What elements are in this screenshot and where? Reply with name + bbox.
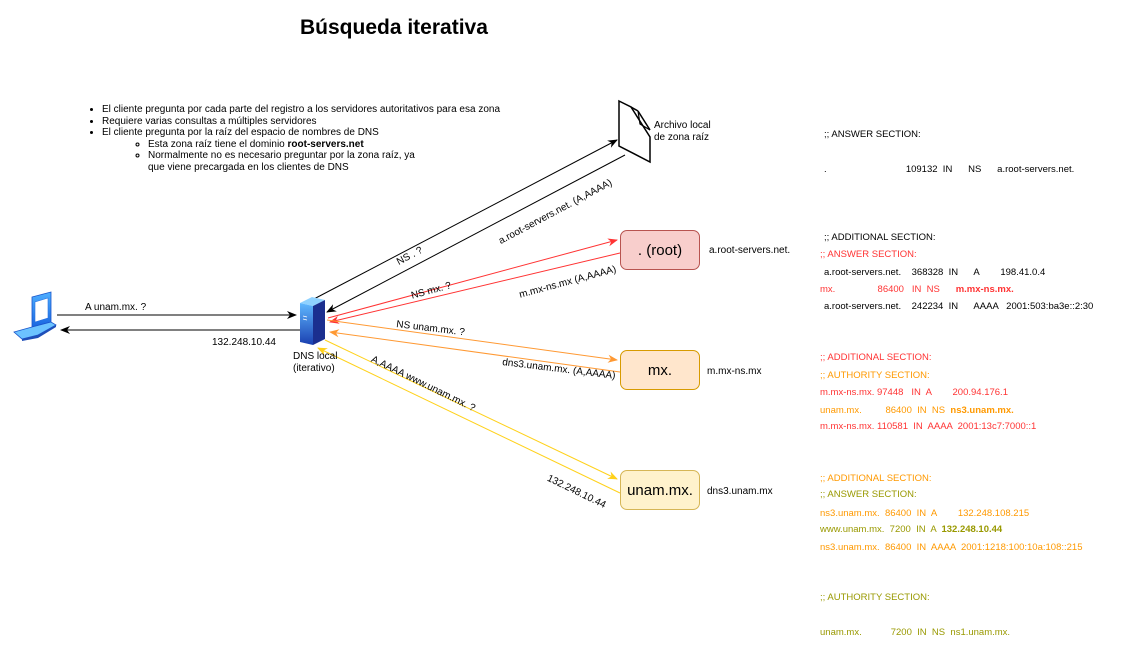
server-icon — [300, 297, 325, 345]
page-title: Búsqueda iterativa — [300, 16, 488, 39]
edge-mx-query — [326, 319, 618, 363]
root-response-panel: ;; ANSWER SECTION: mx. 86400 IN NS m.mx-… — [820, 226, 1036, 444]
unam-server-name: dns3.unam.mx — [707, 486, 773, 497]
root-server-node: . (root) — [620, 230, 700, 270]
local-dns-label-line1: DNS local — [293, 351, 338, 362]
edge-root-query — [327, 238, 618, 319]
root-server-name: a.root-servers.net. — [709, 245, 791, 256]
authority-record-prefix: unam.mx. 86400 IN NS — [820, 404, 951, 416]
answer-section-header: ;; ANSWER SECTION: — [824, 129, 921, 140]
mx-server-name: m.mx-ns.mx — [707, 366, 762, 377]
answer-record-value: 132.248.10.44 — [941, 523, 1003, 535]
additional-record: m.mx-ns.mx. 110581 IN AAAA 2001:13c7:700… — [820, 421, 1037, 432]
local-dns-label-line2: (iterativo) — [293, 363, 335, 374]
description-bullets: El cliente pregunta por cada parte del r… — [86, 104, 500, 174]
edge-label-client-query: A unam.mx. ? — [85, 302, 147, 313]
additional-record: ns3.unam.mx. 86400 IN A 132.248.108.215 — [820, 507, 1030, 519]
mx-server-node: mx. — [620, 350, 700, 390]
root-file-label-line1: Archivo local — [654, 120, 711, 131]
root-file-label-line2: de zona raíz — [654, 132, 710, 143]
answer-section-header: ;; ANSWER SECTION: — [820, 489, 917, 500]
bullet-item: El cliente pregunta por la raíz del espa… — [102, 127, 500, 173]
authority-section-header: ;; AUTHORITY SECTION: — [820, 592, 930, 603]
edge-unam-response — [317, 347, 621, 494]
edge-mx-response — [329, 329, 621, 373]
bullet-item: Requiere varias consultas a múltiples se… — [102, 116, 500, 128]
additional-section-header: ;; ADDITIONAL SECTION: — [820, 352, 932, 363]
authority-record: unam.mx. 86400 IN NS ns3.unam.mx. — [820, 405, 1083, 417]
sub-bullet-item: Esta zona raíz tiene el dominio root-ser… — [148, 139, 500, 151]
authority-record-value: ns3.unam.mx. — [950, 404, 1014, 416]
edge-unam-query — [324, 339, 618, 480]
additional-record: a.root-servers.net. 368328 IN A 198.41.0… — [824, 266, 1046, 278]
edge-root-response — [329, 252, 621, 324]
mx-node-label: mx. — [647, 361, 673, 379]
sub-bullet-text: Normalmente no es necesario preguntar po… — [148, 150, 415, 173]
edge-rootfile-query — [311, 139, 618, 301]
answer-record-value: m.mx-ns.mx. — [955, 283, 1014, 295]
additional-section-header: ;; ADDITIONAL SECTION: — [824, 232, 936, 243]
bullet-item: El cliente pregunta por cada parte del r… — [102, 104, 500, 116]
additional-section-header: ;; ADDITIONAL SECTION: — [820, 473, 932, 484]
additional-record: m.mx-ns.mx. 97448 IN A 200.94.176.1 — [820, 386, 1008, 398]
diagram-canvas — [13, 99, 651, 494]
unam-server-node: unam.mx. — [620, 470, 700, 510]
root-file-label: Archivo local de zona raíz — [654, 120, 711, 144]
authority-record: unam.mx. 7200 IN NS ns1.unam.mx. — [820, 626, 1011, 638]
additional-record: a.root-servers.net. 242234 IN AAAA 2001:… — [824, 301, 1094, 312]
edge-rootfile-response — [326, 154, 626, 313]
answer-section-header: ;; ANSWER SECTION: — [820, 249, 917, 260]
document-icon — [618, 99, 651, 164]
root-node-label: . (root) — [637, 241, 683, 259]
answer-record: mx. 86400 IN NS m.mx-ns.mx. — [820, 284, 1036, 296]
root-file-response-panel: ;; ANSWER SECTION: . 109132 IN NS a.root… — [824, 106, 1093, 324]
root-domain-emphasis: root-servers.net — [287, 138, 364, 150]
edge-label-client-response: 132.248.10.44 — [212, 337, 276, 348]
laptop-icon — [13, 291, 57, 341]
sub-bullet-text: Esta zona raíz tiene el dominio — [148, 138, 288, 150]
local-dns-label: DNS local (iterativo) — [293, 351, 337, 375]
unam-response-panel: ;; ANSWER SECTION: www.unam.mx. 7200 IN … — [820, 466, 1010, 650]
answer-record: . 109132 IN NS a.root-servers.net. — [824, 163, 1075, 175]
answer-record-prefix: www.unam.mx. 7200 IN A — [820, 523, 942, 535]
answer-record-prefix: mx. 86400 IN NS — [820, 283, 956, 295]
sub-bullet-item: Normalmente no es necesario preguntar po… — [148, 150, 418, 173]
unam-node-label: unam.mx. — [627, 481, 693, 499]
authority-section-header: ;; AUTHORITY SECTION: — [820, 370, 930, 381]
answer-record: www.unam.mx. 7200 IN A 132.248.10.44 — [820, 524, 1010, 536]
bullet-text: El cliente pregunta por la raíz del espa… — [102, 127, 379, 139]
